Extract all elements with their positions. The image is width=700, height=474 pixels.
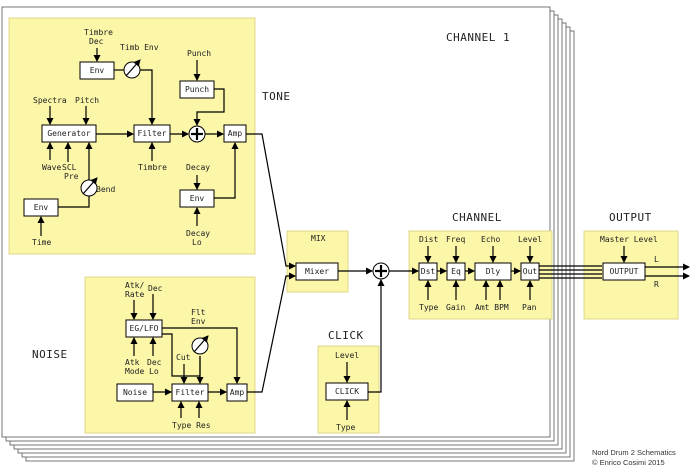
channel-title: CHANNEL [452,211,502,224]
eq-box-label: Eq [451,267,461,276]
atk-mode-label-1: Atk [125,358,140,367]
channel-1-title: CHANNEL 1 [446,31,510,44]
atk-rate-label-1: Atk/ [125,281,144,290]
timbre-label: Timbre [138,163,167,172]
noise-panel [84,276,256,434]
pan-label: Pan [522,303,537,312]
flt-env-label-1: Flt [191,308,206,317]
click-box-label: CLICK [335,387,359,396]
dist-label: Dist [419,235,438,244]
out-r-label: R [654,280,659,289]
time-label: Time [32,238,51,247]
timb-env-label: Timb Env [120,43,159,52]
mix-title: MIX [311,234,326,243]
amt-bpm-label: Amt BPM [475,303,509,312]
dly-box-label: Dly [486,267,501,276]
atk-rate-label-2: Rate [125,290,144,299]
type-label: Type [419,303,438,312]
punch-box-label: Punch [185,85,209,94]
output-title: OUTPUT [609,211,652,224]
tone-filter-box-label: Filter [138,129,167,138]
decay-lo-label-1: Decay [186,229,210,238]
punch-label: Punch [187,49,211,58]
click-type-label: Type [336,423,355,432]
bend-label: Bend [96,185,115,194]
mix-panel [286,230,349,293]
noise-source-box-label: Noise [123,388,147,397]
decay-label: Decay [186,163,210,172]
master-level-label: Master Level [600,235,658,244]
wave-label: Wave [42,163,61,172]
dst-box-label: Dst [421,267,436,276]
noise-amp-box-label: Amp [230,388,245,397]
atk-mode-label-2: Mode [125,367,144,376]
out-l-label: L [654,255,659,264]
spectra-label: Spectra [33,96,67,105]
tone-title: TONE [262,90,291,103]
out-box-label: Out [523,267,538,276]
output-box-label: OUTPUT [610,267,639,276]
pitch-label: Pitch [75,96,99,105]
scl-label: SCL [62,163,77,172]
generator-box-label: Generator [47,129,91,138]
eg-lfo-box-label: EG/LFO [130,324,159,333]
gain-label: Gain [446,303,465,312]
noise-title: NOISE [32,348,68,361]
decay-lo-label-2: Lo [192,238,202,247]
echo-label: Echo [481,235,500,244]
timbre-dec-label-2: Dec [89,37,104,46]
noise-dec-lo-label-1: Dec [147,358,162,367]
timbre-dec-label-1: Timbre [84,28,113,37]
level-label: Level [518,235,542,244]
freq-label: Freq [446,235,465,244]
credit-title: Nord Drum 2 Schematics [592,448,676,457]
tone-decay-env-box-label: Env [190,194,205,203]
type-res-label: Type Res [172,421,211,430]
pitch-env-box-label: Env [34,203,49,212]
mixer-box-label: Mixer [305,267,329,276]
timbre-env-box-label: Env [90,66,105,75]
click-level-label: Level [335,351,359,360]
flt-env-label-2: Env [191,317,206,326]
cut-label: Cut [176,353,191,362]
tone-amp-box-label: Amp [228,129,243,138]
noise-dec-lo-label-2: Lo [149,367,159,376]
click-title: CLICK [328,329,364,342]
output-box [602,262,646,281]
noise-filter-box-label: Filter [176,388,205,397]
credit-author: © Enrico Cosimi 2015 [592,458,665,467]
pre-label: Pre [64,172,79,181]
noise-dec-label: Dec [148,284,163,293]
